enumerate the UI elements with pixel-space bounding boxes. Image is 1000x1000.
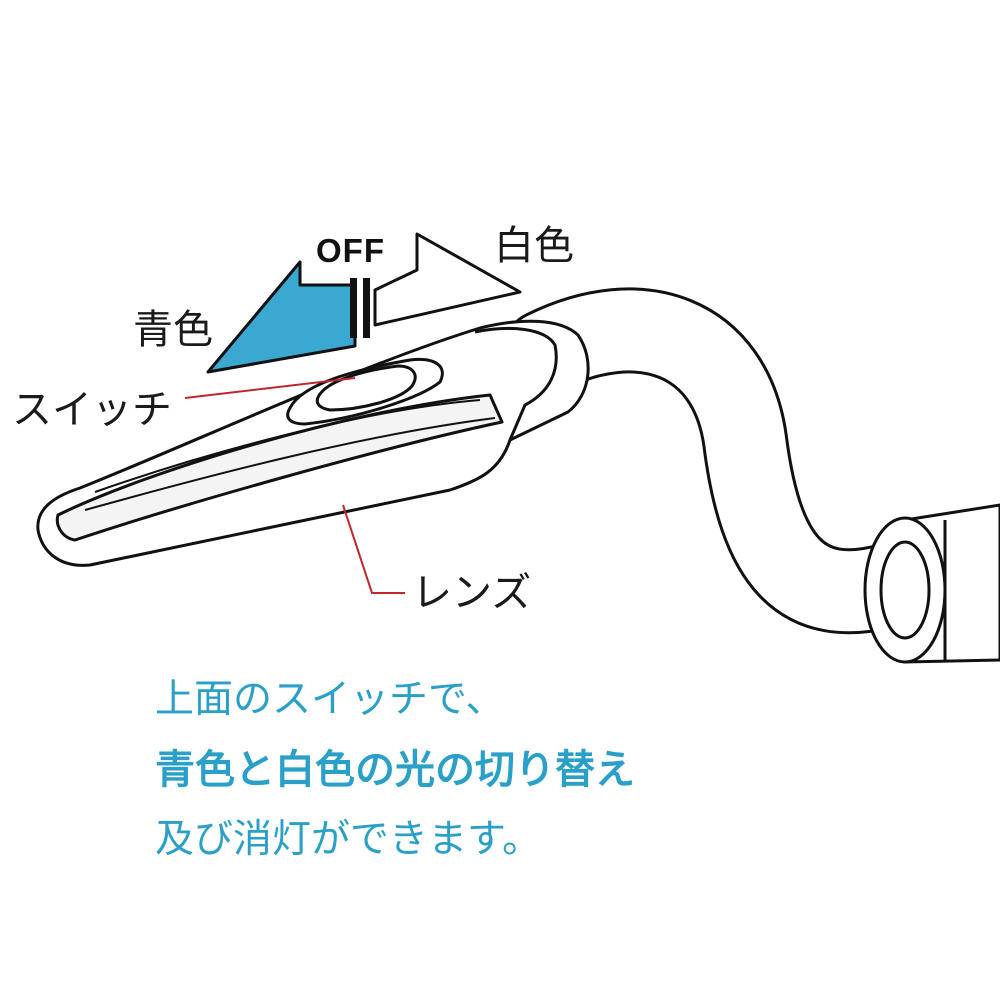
off-label: OFF: [316, 232, 385, 269]
switch-knob: [315, 364, 417, 412]
caption-line-3: 及び消灯ができます。: [155, 817, 542, 862]
blue-label: 青色: [133, 307, 213, 353]
leader-lines: [184, 377, 405, 594]
lens-label: レンズ: [412, 570, 532, 616]
white-label: 白色: [494, 223, 574, 269]
switch-label: スイッチ: [12, 387, 172, 433]
caption-line-1: 上面のスイッチで、: [155, 677, 505, 722]
lens: [55, 393, 504, 542]
caption-line-2: 青色と白色の光の切り替え: [155, 747, 635, 793]
blue-position-arrow: [206, 260, 357, 374]
switch-leader: [184, 377, 356, 399]
switch-position-indicator: [206, 232, 522, 374]
clip-base: [863, 503, 1000, 664]
lamp-head: [36, 319, 590, 567]
white-position-arrow: [373, 232, 522, 327]
flexible-gooseneck: [502, 287, 933, 635]
lens-leader: [342, 504, 405, 594]
